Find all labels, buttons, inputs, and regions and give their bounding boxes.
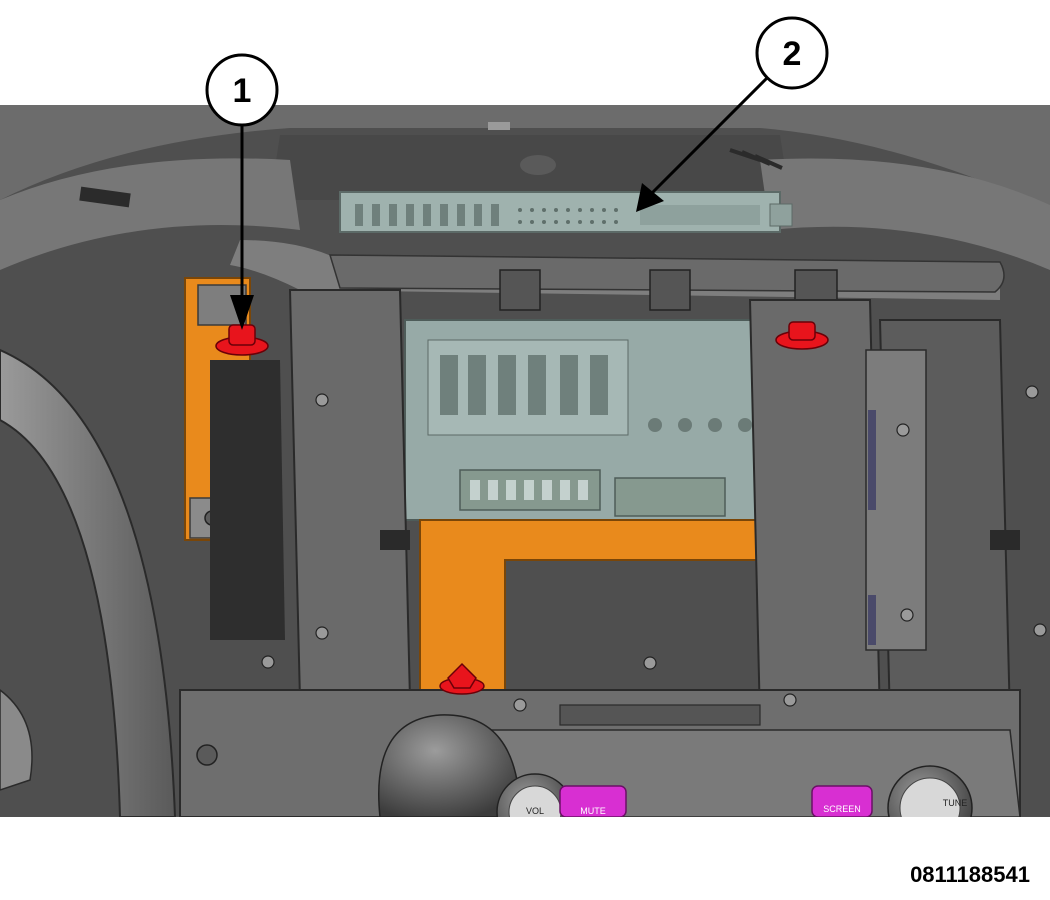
vol-label: VOL	[526, 806, 544, 816]
screw-upper-right	[775, 321, 829, 350]
screen-label: SCREEN	[823, 804, 861, 814]
callout-2: 2	[636, 16, 829, 212]
screw-lower-center	[439, 662, 485, 695]
body-control-module	[404, 319, 786, 521]
mounting-screw-highlights	[215, 321, 829, 695]
screw-upper-left	[215, 324, 269, 356]
callout-1: 1	[205, 53, 279, 330]
upper-bezel	[230, 240, 1005, 311]
mute-label: MUTE	[580, 806, 606, 816]
callout-1-number: 1	[233, 72, 252, 110]
tune-label: TUNE	[943, 798, 968, 808]
center-stack-frame	[210, 289, 1047, 721]
callout-2-number: 2	[783, 35, 802, 73]
figure-id: 0811188541	[910, 862, 1030, 887]
radio-module	[339, 191, 793, 233]
